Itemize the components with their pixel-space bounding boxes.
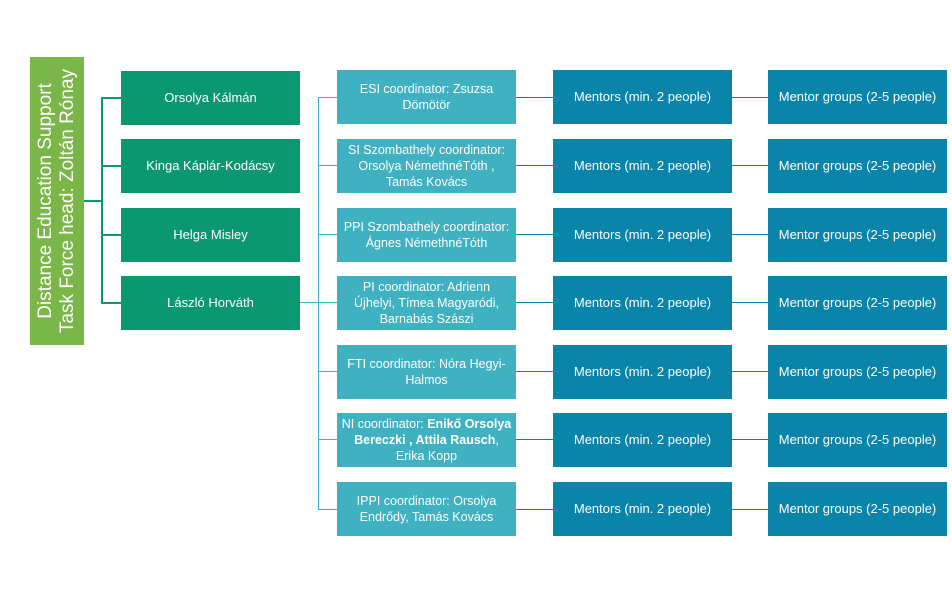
mentor-link-2 (516, 165, 553, 166)
member-name: Kinga Káplár-Kodácsy (146, 158, 275, 173)
mentors-label: Mentors (min. 2 people) (573, 501, 712, 516)
coordinator-bold-names: Enikő Orsolya Bereczki , Attila Rausch (354, 417, 512, 447)
member-spine (101, 97, 103, 303)
coordinator-text: FTI coordinator: Nóra Hegyi-Halmos (347, 357, 506, 387)
member-box: Helga Misley (121, 208, 300, 262)
group-link-2 (732, 165, 768, 166)
mentor-link-3 (516, 234, 553, 235)
mentor-groups-label: Mentor groups (2-5 people) (778, 295, 937, 310)
mentor-link-5 (516, 371, 553, 372)
coordinator-text: PI coordinator: Adrienn Újhelyi, Tímea M… (354, 280, 499, 326)
coord-link-5 (318, 371, 337, 372)
coord-link-1 (318, 97, 337, 98)
member-connector-4 (101, 302, 121, 304)
mentor-groups-label: Mentor groups (2-5 people) (778, 364, 937, 379)
mentor-groups-box: Mentor groups (2-5 people) (768, 345, 947, 399)
mentor-groups-label: Mentor groups (2-5 people) (778, 227, 937, 242)
member-name: Helga Misley (173, 227, 248, 242)
coordinator-box: NI coordinator: Enikő Orsolya Bereczki ,… (337, 413, 516, 467)
coordinator-box: ESI coordinator: Zsuzsa Dömötör (337, 70, 516, 124)
mentors-box: Mentors (min. 2 people) (553, 139, 732, 193)
coordinator-text: SI Szombathely coordinator: Orsolya Néme… (347, 143, 506, 189)
coordinator-box: IPPI coordinator: Orsolya Endrődy, Tamás… (337, 482, 516, 536)
member-box: László Horváth (121, 276, 300, 330)
group-link-1 (732, 97, 768, 98)
coordinator-box: FTI coordinator: Nóra Hegyi-Halmos (337, 345, 516, 399)
task-force-head-box: Distance Education Support Task Force he… (30, 57, 84, 345)
mentors-label: Mentors (min. 2 people) (573, 364, 712, 379)
coord-link-6 (318, 439, 337, 440)
task-force-title: Distance Education Support (35, 83, 56, 319)
mentor-groups-label: Mentor groups (2-5 people) (778, 158, 937, 173)
member-box: Orsolya Kálmán (121, 71, 300, 125)
coord-link-2 (318, 165, 337, 166)
root-connector (84, 200, 102, 202)
mentors-box: Mentors (min. 2 people) (553, 70, 732, 124)
member-connector-3 (101, 234, 121, 236)
mentors-label: Mentors (min. 2 people) (573, 295, 712, 310)
coordinator-extra-name: , Erika Kopp (395, 433, 499, 463)
mentor-groups-box: Mentor groups (2-5 people) (768, 208, 947, 262)
group-link-3 (732, 234, 768, 235)
coordinator-text: IPPI coordinator: Orsolya Endrődy, Tamás… (356, 494, 497, 524)
mentors-label: Mentors (min. 2 people) (573, 227, 712, 242)
coordinator-spine (318, 97, 319, 510)
coordinator-connector (300, 302, 319, 303)
mentors-label: Mentors (min. 2 people) (573, 89, 712, 104)
mentors-box: Mentors (min. 2 people) (553, 482, 732, 536)
member-name: László Horváth (167, 295, 254, 310)
mentor-groups-label: Mentor groups (2-5 people) (778, 501, 937, 516)
mentor-groups-label: Mentor groups (2-5 people) (778, 432, 937, 447)
mentors-box: Mentors (min. 2 people) (553, 208, 732, 262)
member-name: Orsolya Kálmán (164, 90, 257, 105)
mentors-box: Mentors (min. 2 people) (553, 413, 732, 467)
task-force-head: Task Force head: Zoltán Rónay (57, 68, 78, 334)
mentors-box: Mentors (min. 2 people) (553, 276, 732, 330)
coordinator-box: PI coordinator: Adrienn Újhelyi, Tímea M… (337, 276, 516, 330)
group-link-4 (732, 302, 768, 303)
group-link-6 (732, 439, 768, 440)
coordinator-text: NI coordinator: Enikő Orsolya Bereczki ,… (341, 416, 512, 464)
group-link-7 (732, 509, 768, 510)
coordinator-text: PPI Szombathely coordinator: Ágnes Német… (343, 220, 510, 250)
mentor-link-7 (516, 509, 553, 510)
coord-link-3 (318, 234, 337, 235)
mentor-groups-box: Mentor groups (2-5 people) (768, 139, 947, 193)
member-connector-1 (101, 97, 121, 99)
coordinator-text: ESI coordinator: Zsuzsa Dömötör (359, 82, 494, 112)
mentor-groups-label: Mentor groups (2-5 people) (778, 89, 937, 104)
coordinator-box: SI Szombathely coordinator: Orsolya Néme… (337, 139, 516, 193)
member-box: Kinga Káplár-Kodácsy (121, 139, 300, 193)
mentors-label: Mentors (min. 2 people) (573, 432, 712, 447)
mentor-link-6 (516, 439, 553, 440)
member-connector-2 (101, 165, 121, 167)
coord-link-7 (318, 509, 337, 510)
mentor-groups-box: Mentor groups (2-5 people) (768, 276, 947, 330)
coordinator-label: NI coordinator: (341, 417, 428, 431)
mentors-label: Mentors (min. 2 people) (573, 158, 712, 173)
coord-link-4 (318, 302, 337, 303)
mentor-groups-box: Mentor groups (2-5 people) (768, 70, 947, 124)
mentor-groups-box: Mentor groups (2-5 people) (768, 482, 947, 536)
mentor-link-1 (516, 97, 553, 98)
mentor-link-4 (516, 302, 553, 303)
mentors-box: Mentors (min. 2 people) (553, 345, 732, 399)
coordinator-box: PPI Szombathely coordinator: Ágnes Német… (337, 208, 516, 262)
mentor-groups-box: Mentor groups (2-5 people) (768, 413, 947, 467)
group-link-5 (732, 371, 768, 372)
